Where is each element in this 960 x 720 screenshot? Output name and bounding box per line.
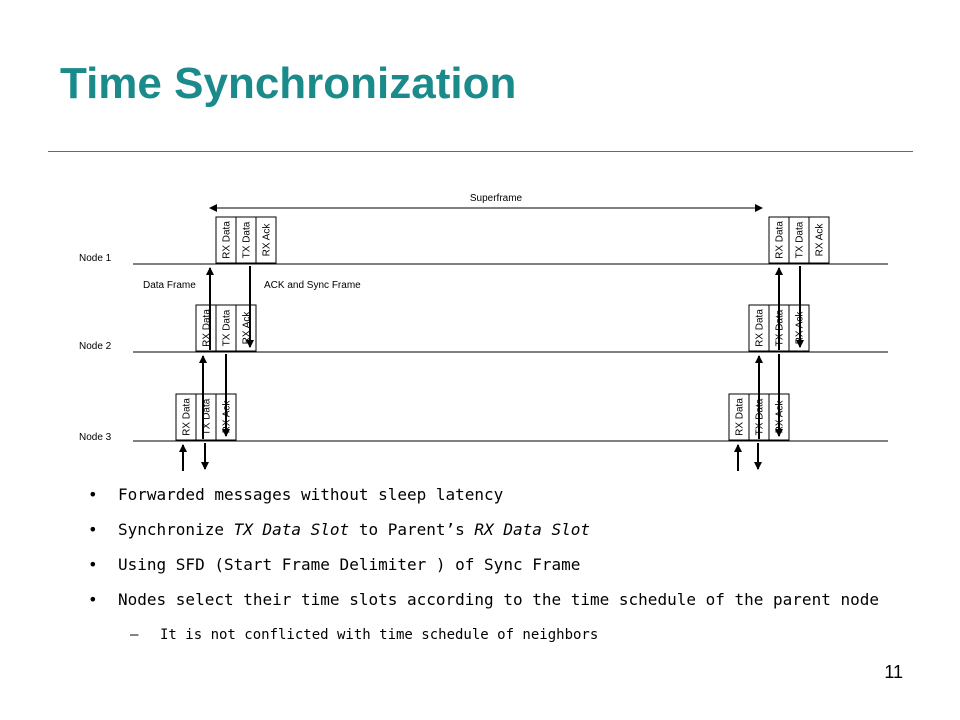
data-frame-label: Data Frame [143, 280, 196, 291]
slot-label: TX Data [795, 221, 806, 258]
slot-label: RX Data [202, 309, 213, 347]
bullet-text: Forwarded messages without sleep latency [118, 485, 504, 504]
page-number: 11 [884, 662, 903, 682]
slot-label: RX Ack [242, 311, 253, 345]
slot-label: TX Data [242, 221, 253, 258]
node1-label: Node 1 [79, 253, 112, 264]
bullet-dot-icon: • [88, 485, 98, 504]
slot-box [255, 216, 277, 264]
slot-group: RX Data TX Data RX Ack [215, 216, 277, 264]
slot-box [808, 216, 830, 264]
bullet-item: • Using SFD (Start Frame Delimiter ) of S… [88, 554, 928, 589]
node2-label: Node 2 [79, 341, 112, 352]
bullet-dot-icon: • [88, 555, 98, 574]
slot-group: RX Data TX Data RX Ack [195, 304, 257, 352]
ack-sync-frame-label: ACK and Sync Frame [264, 280, 361, 291]
node3-label: Node 3 [79, 432, 112, 443]
bullet-item: • Nodes select their time slots according… [88, 589, 928, 624]
slot-label: RX Data [775, 221, 786, 259]
bullet-dot-icon: • [88, 520, 98, 539]
slot-label: TX Data [222, 309, 233, 346]
sub-bullet-item: – It is not conflicted with time schedule… [88, 624, 928, 646]
slot-group: RX Data TX Data RX Ack [768, 216, 830, 264]
title-divider [48, 151, 913, 152]
dash-icon: – [130, 627, 139, 643]
superframe-label: Superframe [470, 193, 523, 204]
bullet-text: Using SFD (Start Frame Delimiter ) of Sy… [118, 555, 581, 574]
bullet-text: Nodes select their time slots according … [118, 590, 879, 609]
sub-bullet-text: It is not conflicted with time schedule … [160, 627, 599, 643]
slot-label: TX Data [202, 398, 213, 435]
slot-label: RX Ack [262, 223, 273, 257]
slot-label: RX Data [182, 398, 193, 436]
bullet-item: • Synchronize TX Data Slot to Parent’s RX… [88, 519, 928, 554]
bullet-text: Synchronize TX Data Slot to Parent’s RX … [118, 520, 591, 539]
bullet-dot-icon: • [88, 590, 98, 609]
time-sync-diagram: Superframe Node 1 Node 2 Node 3 Data Fra… [79, 193, 888, 471]
slot-label: RX Data [222, 221, 233, 259]
bullet-list: • Forwarded messages without sleep latenc… [88, 484, 928, 646]
slot-label: RX Data [755, 309, 766, 347]
slot-label: RX Data [735, 398, 746, 436]
slot-label: RX Ack [815, 223, 826, 257]
slide-title: Time Synchronization [60, 59, 517, 108]
bullet-item: • Forwarded messages without sleep latenc… [88, 484, 928, 519]
